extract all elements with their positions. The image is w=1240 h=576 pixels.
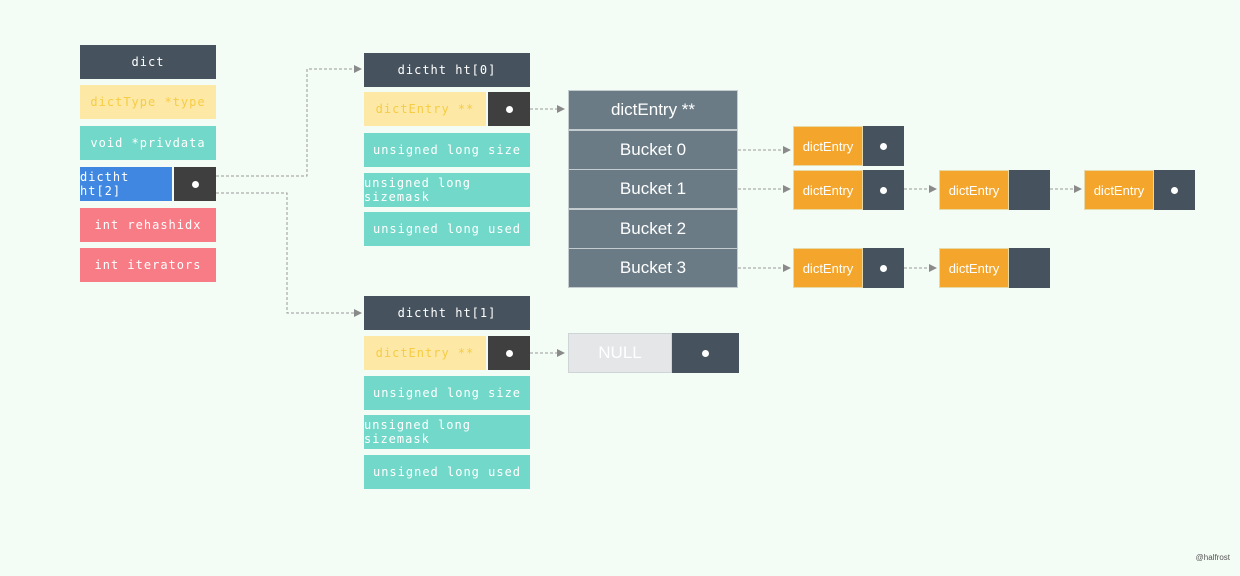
credit-watermark: @halfrost: [1195, 553, 1230, 562]
entry-bucket3-1: dictEntry: [793, 248, 904, 288]
pointer-dot: [505, 349, 513, 357]
entry-next-pointer: [1009, 248, 1050, 288]
pointer-dot: [1171, 186, 1178, 194]
ht0-used-field: unsigned long used: [364, 212, 530, 246]
entry-next-pointer: [863, 248, 904, 288]
ht0-table-pointer: [488, 92, 530, 126]
entry-label: dictEntry: [1084, 170, 1154, 210]
pointer-dot: [191, 180, 199, 188]
bucket-3: Bucket 3: [568, 248, 738, 288]
entry-next-pointer: [863, 170, 904, 210]
entry-next-pointer: [1154, 170, 1195, 210]
bucket-array-header: dictEntry **: [568, 90, 738, 130]
dict-privdata-field: void *privdata: [80, 126, 216, 160]
dict-iterators-field: int iterators: [80, 248, 216, 282]
entry-bucket3-2: dictEntry: [939, 248, 1050, 288]
entry-next-pointer: [863, 126, 904, 166]
entry-label: dictEntry: [939, 170, 1009, 210]
arrow-ht-to-ht1: [216, 192, 362, 317]
dict-ht-field: dictht ht[2]: [80, 167, 172, 201]
dict-title: dict: [80, 45, 216, 79]
ht1-used-field: unsigned long used: [364, 455, 530, 489]
entry-label: dictEntry: [793, 248, 863, 288]
null-table: NULL: [568, 333, 672, 373]
pointer-dot: [880, 264, 887, 272]
pointer-dot: [880, 186, 887, 194]
ht1-table-pointer: [488, 336, 530, 370]
entry-bucket1-3: dictEntry: [1084, 170, 1195, 210]
dict-ht-pointer: [174, 167, 216, 201]
dict-type-field: dictType *type: [80, 85, 216, 119]
ht1-title: dictht ht[1]: [364, 296, 530, 330]
ht0-sizemask-field: unsigned long sizemask: [364, 173, 530, 207]
arrow-ht-to-ht0: [216, 65, 362, 177]
ht1-table-field: dictEntry **: [364, 336, 486, 370]
ht0-size-field: unsigned long size: [364, 133, 530, 167]
entry-bucket1-1: dictEntry: [793, 170, 904, 210]
bucket-1: Bucket 1: [568, 169, 738, 209]
bucket-2: Bucket 2: [568, 209, 738, 249]
entry-label: dictEntry: [793, 126, 863, 166]
bucket-0: Bucket 0: [568, 130, 738, 170]
ht1-sizemask-field: unsigned long sizemask: [364, 415, 530, 449]
entry-label: dictEntry: [939, 248, 1009, 288]
entry-bucket1-2: dictEntry: [939, 170, 1050, 210]
entry-next-pointer: [1009, 170, 1050, 210]
entry-bucket0-1: dictEntry: [793, 126, 904, 166]
entry-label: dictEntry: [793, 170, 863, 210]
pointer-dot: [505, 105, 513, 113]
dict-rehashidx-field: int rehashidx: [80, 208, 216, 242]
pointer-dot: [880, 142, 887, 150]
ht0-title: dictht ht[0]: [364, 53, 530, 87]
pointer-dot: [702, 349, 709, 357]
ht1-size-field: unsigned long size: [364, 376, 530, 410]
ht0-table-field: dictEntry **: [364, 92, 486, 126]
null-table-pointer: [672, 333, 739, 373]
